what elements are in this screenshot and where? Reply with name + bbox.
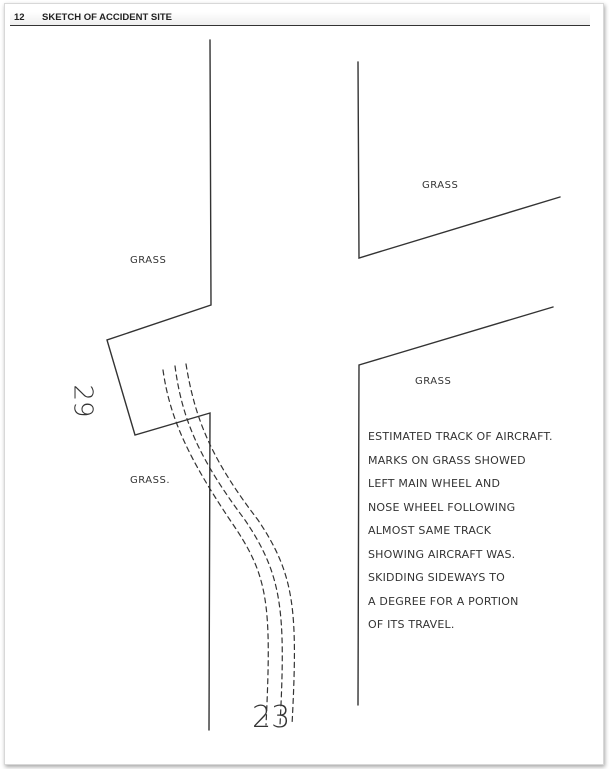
grass-label: GRASS. [130, 475, 171, 486]
handwritten-note: ESTIMATED TRACK OF AIRCRAFT. MARKS ON GR… [368, 425, 608, 637]
runway-number-29: 29 [67, 384, 98, 418]
track-line [185, 363, 296, 726]
section-title: SKETCH OF ACCIDENT SITE [42, 12, 173, 23]
note-line: OF ITS TRAVEL. [368, 618, 455, 631]
runway-edge-right-upper [357, 61, 561, 259]
grass-label: GRASS [422, 180, 459, 191]
section-header: 12 SKETCH OF ACCIDENT SITE [10, 12, 590, 26]
note-line: A DEGREE FOR A PORTION [368, 594, 519, 608]
track-line [162, 369, 269, 726]
note-line: LEFT MAIN WHEEL AND [368, 477, 501, 490]
aircraft-track [162, 363, 296, 726]
note-line: SKIDDING SIDEWAYS TO [368, 571, 506, 584]
note-line: SHOWING AIRCRAFT WAS. [368, 547, 516, 561]
track-line [174, 365, 283, 726]
runway-edge-right-lower [357, 306, 554, 706]
note-line: ALMOST SAME TRACK [368, 524, 492, 537]
runway-number-23: 23 [252, 700, 291, 735]
note-line: NOSE WHEEL FOLLOWING [368, 500, 516, 514]
grass-label: GRASS [130, 255, 167, 266]
grass-label: GRASS [415, 376, 452, 387]
document-page [4, 3, 604, 765]
section-number: 12 [14, 12, 25, 23]
note-line: ESTIMATED TRACK OF AIRCRAFT. [368, 430, 553, 443]
note-line: MARKS ON GRASS SHOWED [368, 453, 526, 467]
runway-edge-left [106, 39, 212, 731]
